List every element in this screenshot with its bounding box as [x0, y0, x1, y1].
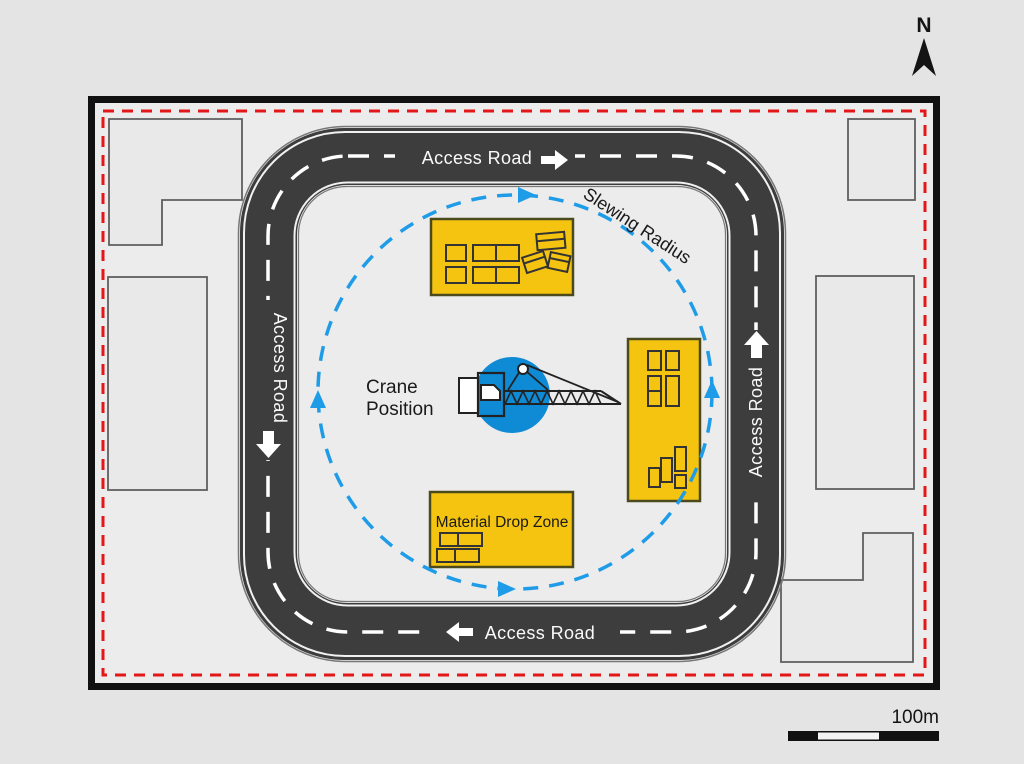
- red-dashed-boundary: [101, 109, 927, 677]
- material-crates-icon: [520, 230, 572, 275]
- access-road-label-left: Access Road: [270, 313, 290, 423]
- material-drop-zone-area: [428, 490, 575, 569]
- scale-bar-segment: [818, 732, 879, 740]
- arrow-left-icon: [446, 622, 473, 642]
- building-bottom-right: [780, 532, 914, 663]
- pallet-stacks-icon: [445, 244, 520, 284]
- storage-zone-right: [626, 337, 702, 503]
- stacked-materials-icon: [647, 350, 687, 489]
- slewing-arrow-bottom-icon: [498, 581, 516, 597]
- scale-bar: 100m: [788, 707, 939, 741]
- slewing-arrow-right-icon: [704, 380, 720, 398]
- road-inner-edge-line: [293, 181, 731, 607]
- road-outer-outline: [237, 125, 787, 663]
- slewing-direction-arrows: [310, 187, 720, 597]
- building-top-left: [108, 118, 243, 246]
- slewing-arrow-left-icon: [310, 390, 326, 408]
- tower-crane-icon: [458, 363, 622, 418]
- road-outer-edge-line: [243, 131, 781, 657]
- crane-position: Crane Position: [366, 357, 622, 433]
- arrow-right-icon: [541, 150, 568, 170]
- storage-zone-top: [429, 217, 575, 297]
- access-road-label-top: Access Road: [422, 148, 532, 168]
- building-top-right: [847, 118, 916, 201]
- arrow-down-icon: [256, 431, 281, 458]
- buildings-group: [107, 118, 916, 663]
- storage-zone-right-area: [626, 337, 702, 503]
- brick-stacks-icon: [436, 532, 483, 563]
- building-right: [815, 275, 915, 490]
- crane-label-line2: Position: [366, 399, 434, 420]
- crane-label-line1: Crane: [366, 377, 418, 398]
- north-arrow-icon: [912, 38, 936, 76]
- arrow-up-icon: [744, 331, 769, 358]
- building-left: [107, 276, 208, 491]
- road-label-backing-top: [395, 147, 575, 169]
- access-road-label-right: Access Road: [746, 367, 766, 477]
- access-road-label-bottom: Access Road: [485, 623, 595, 643]
- material-drop-zone-label: Material Drop Zone: [436, 514, 569, 531]
- north-label: N: [916, 14, 931, 37]
- scale-bar-label: 100m: [891, 707, 939, 728]
- material-drop-zone: Material Drop Zone: [428, 490, 575, 569]
- road-label-backing-bottom: [425, 621, 620, 643]
- slewing-arrow-top-icon: [518, 187, 536, 203]
- compass: N: [912, 14, 936, 76]
- road-inner-outline: [297, 185, 727, 603]
